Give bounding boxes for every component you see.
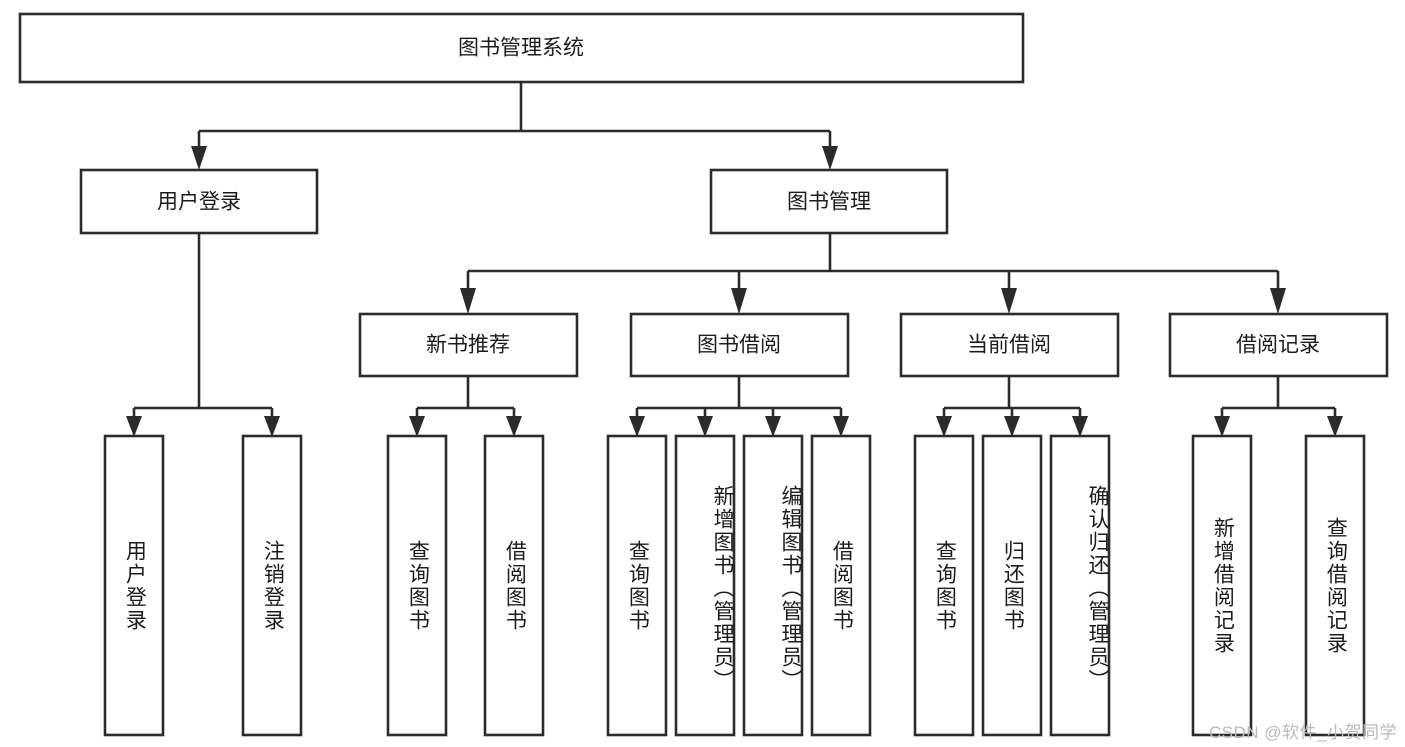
- csdn-watermark: CSDN @软件_小贺同学: [1208, 723, 1397, 742]
- arrow-head-leaf-cb-return: [1004, 416, 1020, 437]
- connectors-current-borrow-to-leaves: [936, 376, 1088, 437]
- leaf-box-logout[interactable]: [241, 434, 303, 737]
- leaf-boxes-book-borrow: [606, 434, 872, 737]
- connectors-borrow-record-to-leaves: [1214, 376, 1343, 437]
- node-borrow-record-box: [1168, 312, 1389, 378]
- arrow-head-leaf-nb-borrow: [506, 416, 522, 437]
- node-borrow-record[interactable]: 借阅记录: [1168, 312, 1389, 378]
- node-current-borrow-label: 当前借阅: [967, 334, 1051, 357]
- leaf-boxes-user-login: [103, 434, 303, 737]
- node-root-book-management-system[interactable]: 图书管理系统: [18, 12, 1025, 84]
- arrow-head-leaf-bb-add: [697, 416, 713, 437]
- leaf-box-nb-borrow-book[interactable]: [483, 434, 545, 737]
- node-current-borrow[interactable]: 当前借阅: [899, 312, 1120, 378]
- arrow-head-borrow-record: [1270, 288, 1286, 314]
- arrow-head-leaf-cb-query: [936, 416, 952, 437]
- arrow-head-user-login: [191, 146, 207, 170]
- connectors-new-book-to-leaves: [409, 376, 522, 437]
- node-new-book-recommend[interactable]: 新书推荐: [358, 312, 579, 378]
- connectors-book-manage-to-level3: [460, 233, 1286, 314]
- arrow-head-leaf-user-login: [126, 416, 142, 437]
- connectors-root-to-level2: [191, 82, 838, 170]
- leaf-box-br-add-record[interactable]: [1191, 434, 1253, 737]
- node-user-login-box: [79, 168, 319, 235]
- node-book-management-box: [709, 168, 949, 235]
- node-book-management[interactable]: 图书管理: [709, 168, 949, 235]
- leaf-box-user-login[interactable]: [103, 434, 165, 737]
- arrow-head-leaf-bb-edit: [765, 416, 781, 437]
- arrow-head-book-borrow: [731, 288, 747, 314]
- node-borrow-record-label: 借阅记录: [1236, 334, 1320, 357]
- leaf-boxes-borrow-record: [1191, 434, 1366, 737]
- arrow-head-leaf-bb-borrow: [833, 416, 849, 437]
- leaf-box-bb-add-book[interactable]: [674, 434, 736, 737]
- arrow-head-leaf-logout: [264, 416, 280, 437]
- node-book-management-label: 图书管理: [787, 191, 871, 214]
- node-user-login-label: 用户登录: [157, 191, 241, 214]
- node-root-box: [18, 12, 1025, 84]
- leaf-box-bb-edit-book[interactable]: [742, 434, 804, 737]
- node-root-label: 图书管理系统: [458, 37, 584, 60]
- leaf-boxes-new-book-recommend: [386, 434, 545, 737]
- connectors-user-login-to-leaves: [126, 233, 280, 437]
- leaf-box-nb-query-book[interactable]: [386, 434, 448, 737]
- arrow-head-leaf-br-add: [1214, 416, 1230, 437]
- connectors-book-borrow-to-leaves: [629, 376, 849, 437]
- node-book-borrow[interactable]: 图书借阅: [629, 312, 850, 378]
- leaf-box-cb-confirm-return[interactable]: [1049, 434, 1111, 737]
- arrow-head-new-book: [460, 288, 476, 314]
- leaf-box-bb-borrow-book[interactable]: [810, 434, 872, 737]
- node-book-borrow-label: 图书借阅: [697, 334, 781, 357]
- arrow-head-book-manage: [822, 146, 838, 170]
- node-book-borrow-box: [629, 312, 850, 378]
- leaf-box-cb-query-book[interactable]: [913, 434, 975, 737]
- node-current-borrow-box: [899, 312, 1120, 378]
- leaf-box-cb-return-book[interactable]: [981, 434, 1043, 737]
- arrow-head-leaf-bb-query: [629, 416, 645, 437]
- node-new-book-recommend-box: [358, 312, 579, 378]
- node-new-book-recommend-label: 新书推荐: [426, 334, 510, 357]
- arrow-head-leaf-nb-query: [409, 416, 425, 437]
- leaf-boxes-current-borrow: [913, 434, 1111, 737]
- leaf-box-bb-query-book[interactable]: [606, 434, 668, 737]
- arrow-head-leaf-br-query: [1327, 416, 1343, 437]
- arrow-head-leaf-cb-confirm: [1072, 416, 1088, 437]
- node-user-login[interactable]: 用户登录: [79, 168, 319, 235]
- leaf-box-br-query-record[interactable]: [1304, 434, 1366, 737]
- arrow-head-current-borrow: [1001, 288, 1017, 314]
